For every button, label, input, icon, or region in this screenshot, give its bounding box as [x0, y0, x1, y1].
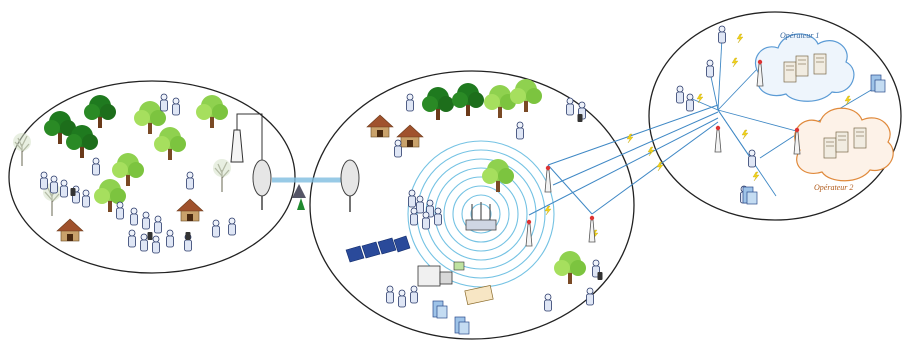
access-zone [309, 70, 635, 340]
operator-2-label: Opérateur 2 [814, 183, 853, 192]
operator-1-cloud [754, 33, 855, 102]
operator-1-label: Opérateur 1 [780, 31, 819, 40]
p2p-link [272, 177, 342, 210]
operator-2-cloud [794, 107, 894, 182]
solar-panel-icon [345, 235, 411, 263]
antenna-icon [230, 113, 263, 170]
router-icon [465, 202, 497, 231]
person-icon [40, 25, 756, 312]
computer-icon [417, 74, 886, 335]
backhaul-links [528, 104, 719, 216]
village-zone [8, 80, 296, 274]
dish-icon [252, 159, 360, 212]
operator-links [689, 37, 879, 197]
operator-zone [648, 11, 902, 221]
